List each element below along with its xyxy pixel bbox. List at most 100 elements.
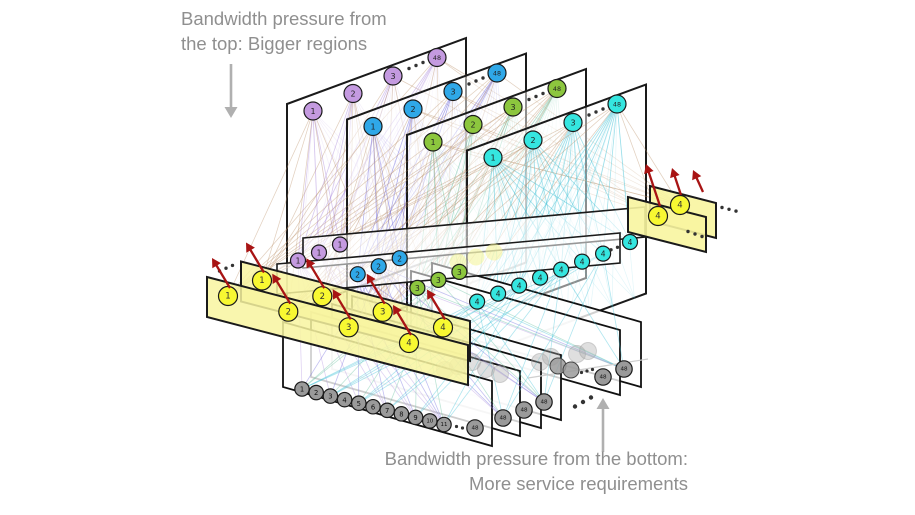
plane-1-top-node: 48 (427, 47, 447, 68)
band-back-node-2: 2 (312, 286, 333, 307)
svg-text:1: 1 (300, 386, 304, 394)
svg-text:4: 4 (628, 238, 633, 247)
svg-text:4: 4 (580, 258, 585, 267)
ellipsis-dot (588, 395, 594, 400)
svg-text:5: 5 (357, 400, 361, 408)
ghost-node (579, 342, 597, 360)
svg-text:4: 4 (559, 266, 564, 275)
plane-3-top-node: 1 (423, 132, 443, 152)
svg-text:3: 3 (415, 284, 420, 293)
ellipsis-dot (224, 266, 228, 270)
unlabeled-gray-node (562, 361, 580, 379)
svg-text:4: 4 (601, 250, 606, 259)
middle-node-3: 3 (430, 271, 447, 288)
svg-text:3: 3 (328, 393, 332, 401)
annotation-top-line1: Bandwidth pressure from (181, 8, 387, 29)
ellipsis-dot (474, 79, 478, 83)
band-front-node-1: 1 (217, 285, 239, 307)
svg-text:8: 8 (399, 410, 403, 418)
ellipsis-dot (686, 229, 690, 234)
annotation-arrow-down (224, 64, 238, 118)
plane-4-top-node: 3 (563, 112, 583, 133)
middle-node-2: 2 (370, 258, 387, 275)
ellipsis-dot (587, 113, 591, 117)
svg-text:4: 4 (475, 298, 480, 307)
ellipsis-dot (594, 110, 598, 114)
svg-text:6: 6 (371, 403, 375, 411)
ellipsis-dot (609, 248, 613, 252)
annotation-top: Bandwidth pressure from the top: Bigger … (181, 6, 387, 56)
svg-text:3: 3 (570, 119, 575, 128)
svg-text:3: 3 (510, 103, 515, 112)
ellipsis-dot (585, 369, 589, 373)
middle-node-2: 2 (349, 266, 366, 283)
svg-text:4: 4 (677, 201, 682, 211)
plane-1-top-node: 2 (343, 83, 363, 104)
ellipsis-dot (572, 404, 578, 409)
bottom-row-node: 7 (379, 402, 395, 419)
ellipsis-dot (727, 207, 731, 211)
bottom-row-node: 3 (322, 388, 339, 404)
plane-2-top-node: 1 (363, 116, 383, 137)
plane-3-top-node: 48 (547, 78, 567, 99)
red-arrow (272, 273, 292, 305)
middle-node-1: 1 (310, 244, 328, 261)
middle-node-4: 4 (621, 233, 639, 251)
ellipsis-dot (230, 263, 235, 268)
back-plane-corner-node-48: 48 (515, 401, 533, 419)
annotation-bottom: Bandwidth pressure from the bottom: More… (330, 446, 688, 496)
plane-4-top-node: 48 (607, 94, 627, 114)
svg-text:2: 2 (397, 254, 402, 263)
bottom-row-node: 6 (365, 398, 381, 415)
red-arrow (670, 168, 683, 196)
svg-text:1: 1 (225, 292, 230, 302)
middle-node-4: 4 (469, 293, 486, 310)
svg-text:48: 48 (433, 54, 441, 62)
red-arrow (306, 258, 326, 289)
red-arrow (427, 289, 446, 321)
svg-text:2: 2 (320, 292, 325, 302)
svg-text:7: 7 (385, 407, 389, 415)
middle-node-3: 3 (409, 279, 426, 296)
ellipsis-dot (541, 91, 545, 96)
red-arrow (332, 289, 352, 320)
svg-text:48: 48 (520, 408, 528, 414)
middle-node-4: 4 (490, 285, 507, 302)
middle-node-4: 4 (531, 269, 549, 286)
ellipsis-dot (481, 76, 485, 80)
middle-node-1: 1 (331, 236, 349, 253)
plane-4-top-node: 1 (483, 147, 503, 168)
svg-text:48: 48 (613, 101, 621, 109)
plane-2-top-node: 2 (403, 99, 423, 119)
service-band-front (206, 275, 469, 387)
ellipsis-dot (534, 94, 538, 99)
plane-1-top-node: 1 (303, 101, 323, 121)
svg-text:1: 1 (370, 123, 375, 132)
ellipsis-dot (467, 82, 471, 86)
red-arrow (393, 305, 412, 336)
svg-text:2: 2 (314, 389, 318, 397)
bottom-row-node: 1 (294, 381, 310, 397)
ghost-node (491, 365, 509, 383)
ellipsis-dot (590, 367, 595, 372)
svg-text:11: 11 (441, 422, 448, 428)
svg-text:4: 4 (517, 282, 522, 291)
svg-text:4: 4 (440, 323, 445, 333)
bottom-row-node: 8 (393, 406, 410, 422)
band-front-node-2: 2 (278, 301, 299, 322)
svg-text:1: 1 (338, 241, 343, 250)
red-arrow (212, 258, 231, 289)
ellipsis-dot (580, 399, 586, 405)
middle-node-4: 4 (573, 253, 591, 270)
annotation-bottom-line1: Bandwidth pressure from the bottom: (384, 448, 688, 469)
ellipsis-dot (454, 424, 459, 429)
steering-arrows (212, 164, 705, 336)
ghost-node (568, 345, 586, 363)
svg-text:3: 3 (380, 307, 385, 317)
middle-node-1: 1 (289, 252, 307, 269)
middle-node-3: 3 (451, 263, 468, 280)
plane-4-top-node: 2 (523, 130, 543, 150)
middle-node-2: 2 (391, 250, 408, 267)
